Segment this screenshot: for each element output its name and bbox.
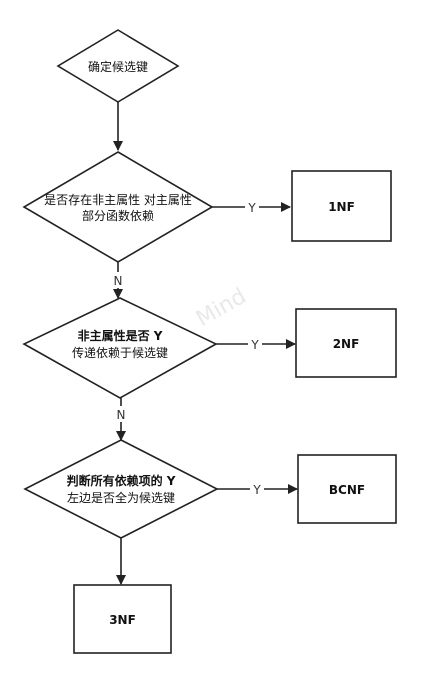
start-node xyxy=(56,29,180,103)
watermark-text: Mind xyxy=(192,284,250,332)
decision-3-line-2: 左边是否全为候选键 xyxy=(67,490,175,505)
edge-label-no-1: N xyxy=(114,274,123,288)
result-1nf xyxy=(291,170,392,242)
edge-label-yes-3: Y xyxy=(252,483,261,497)
edge-label-no-2: N xyxy=(117,408,126,422)
result-1nf-label: 1NF xyxy=(328,200,355,214)
decision-2 xyxy=(22,297,218,399)
edge-label-yes-1: Y xyxy=(247,201,256,215)
decision-1 xyxy=(22,151,214,263)
decision-2-line-1: 非主属性是否 Y xyxy=(78,328,163,343)
edge-label-yes-2: Y xyxy=(250,338,259,352)
decision-2-line-2: 传递依赖于候选键 xyxy=(72,345,168,360)
decision-1-line-1: 是否存在非主属性 对主属性 xyxy=(44,193,192,207)
result-2nf-label: 2NF xyxy=(333,337,360,351)
result-3nf-label: 3NF xyxy=(109,613,136,627)
start-node-label: 确定候选键 xyxy=(88,59,148,74)
decision-3-line-1: 判断所有依赖项的 Y xyxy=(67,473,176,488)
decision-1-line-2: 部分函数依赖 xyxy=(82,208,154,223)
result-bcnf xyxy=(297,454,397,524)
decision-3 xyxy=(23,439,219,539)
result-bcnf-label: BCNF xyxy=(329,483,365,497)
result-2nf xyxy=(295,308,397,378)
result-3nf xyxy=(73,584,172,654)
